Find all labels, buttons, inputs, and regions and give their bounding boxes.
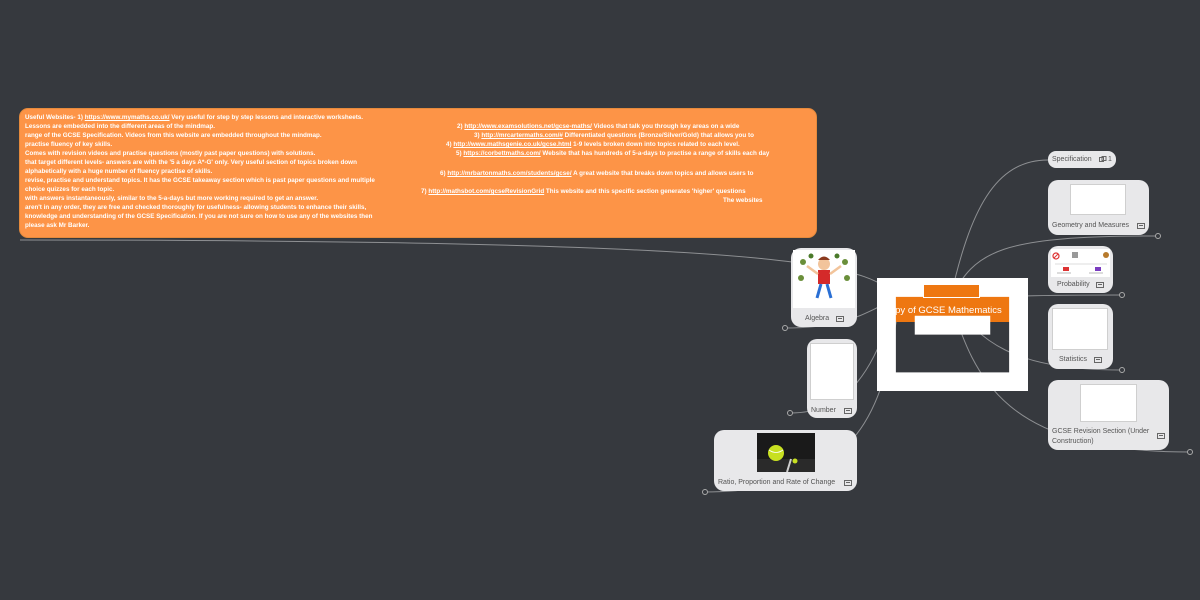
websites-text: Website that has hundreds of 5-a-days to… <box>540 150 770 157</box>
websites-line: that target different levels- answers ar… <box>25 159 357 166</box>
expand-toggle[interactable] <box>1119 367 1125 373</box>
websites-text: A great website that breaks down topics … <box>571 170 754 177</box>
websites-line: Comes with revision videos and practise … <box>25 150 316 157</box>
link-corbettmaths[interactable]: https://corbettmaths.com/ <box>463 150 541 157</box>
websites-line: range of the GCSE Specification. Videos … <box>25 132 322 139</box>
geometry-image <box>1070 184 1126 215</box>
juggler-image <box>793 250 855 308</box>
websites-line: revise, practise and understand topics. … <box>25 177 375 184</box>
central-topic[interactable]: Copy of GCSE Mathematics <box>877 278 1028 392</box>
websites-line: 7) http://mathsbot.com/gcseRevisionGrid … <box>421 188 746 196</box>
websites-line: 5) https://corbettmaths.com/ Website tha… <box>456 150 769 158</box>
link-mathsgenie[interactable]: http://www.mathsgenie.co.uk/gcse.html <box>453 141 572 148</box>
websites-line: with answers instantaneously, similar to… <box>25 195 319 202</box>
central-image <box>923 284 980 298</box>
note-icon[interactable] <box>836 316 844 322</box>
central-title: Copy of GCSE Mathematics <box>883 305 1002 316</box>
expand-toggle[interactable] <box>702 489 708 495</box>
node-probability[interactable]: Probability <box>1048 246 1113 293</box>
tennis-ball-image <box>757 433 815 472</box>
node-geometry-and-measures[interactable]: Geometry and Measures <box>1048 180 1149 235</box>
node-algebra[interactable]: Algebra <box>791 248 857 327</box>
probability-image <box>1051 249 1110 277</box>
link-mymaths[interactable]: https://www.mymaths.co.uk/ <box>84 114 170 121</box>
link-examsolutions[interactable]: http://www.examsolutions.net/gcse-maths/ <box>464 123 592 130</box>
link-mrcartermaths[interactable]: http://mrcartermaths.com/# <box>481 132 563 139</box>
note-icon[interactable] <box>1094 357 1102 363</box>
websites-line: The websites <box>723 197 763 204</box>
websites-text: Differentiated questions (Bronze/Silver/… <box>562 132 754 139</box>
note-icon[interactable] <box>1157 433 1165 439</box>
websites-text: Very useful for step by step lessons and… <box>169 114 364 121</box>
node-label: Statistics <box>1059 356 1088 363</box>
expand-toggle[interactable] <box>1119 292 1125 298</box>
websites-line: please ask Mr Barker. <box>25 222 90 229</box>
websites-line: 3) http://mrcartermaths.com/# Differenti… <box>474 132 754 140</box>
websites-line: knowledge and understanding of the GCSE … <box>25 213 373 220</box>
websites-text: 4) <box>446 141 454 148</box>
note-icon[interactable] <box>844 480 852 486</box>
websites-text: 6) <box>440 170 448 177</box>
note-icon[interactable] <box>1137 223 1145 229</box>
node-ratio-proportion-rate[interactable]: Ratio, Proportion and Rate of Change <box>714 430 857 491</box>
websites-text: 1-9 levels broken down into topics relat… <box>571 141 740 148</box>
websites-text: 3) <box>474 132 482 139</box>
websites-text: 5) <box>456 150 464 157</box>
node-label: Algebra <box>805 315 830 322</box>
websites-line: Useful Websites- 1) https://www.mymaths.… <box>25 114 363 122</box>
websites-line: 6) http://mrbartonmaths.com/students/gcs… <box>440 170 753 178</box>
expand-toggle[interactable] <box>782 325 788 331</box>
expand-toggle[interactable] <box>1187 449 1193 455</box>
node-number[interactable]: Number <box>807 339 857 418</box>
link-mrbartonmaths[interactable]: http://mrbartonmaths.com/students/gcse/ <box>447 170 572 177</box>
gcse-revision-image <box>1080 384 1137 422</box>
node-specification[interactable]: Specification 1 <box>1048 151 1116 168</box>
expand-toggle[interactable] <box>1155 233 1161 239</box>
websites-text: This website and this specific section g… <box>544 188 746 195</box>
node-gcse-revision-section[interactable]: GCSE Revision Section (Under Constructio… <box>1048 380 1169 450</box>
websites-line: alphabetically with a huge number of flu… <box>25 168 213 175</box>
number-image <box>810 343 854 400</box>
node-label: Specification <box>1052 156 1092 163</box>
link-icon[interactable] <box>1099 156 1107 163</box>
websites-text: 7) <box>421 188 429 195</box>
note-icon[interactable] <box>844 408 852 414</box>
note-icon[interactable] <box>1096 282 1104 288</box>
websites-line: 4) http://www.mathsgenie.co.uk/gcse.html… <box>446 141 740 149</box>
statistics-image <box>1052 308 1108 350</box>
useful-websites-note[interactable]: Useful Websites- 1) https://www.mymaths.… <box>19 108 817 238</box>
expand-toggle[interactable] <box>787 410 793 416</box>
node-label: GCSE Revision Section (Under Constructio… <box>1052 428 1150 445</box>
websites-text: Videos that talk you through key areas o… <box>591 123 740 130</box>
link-mathsbot[interactable]: http://mathsbot.com/gcseRevisionGrid <box>428 188 545 195</box>
websites-line: aren't in any order, they are free and c… <box>25 204 367 211</box>
websites-line: practise fluency of key skills. <box>25 141 113 148</box>
websites-text: Useful Websites- 1) <box>25 114 85 121</box>
node-label: Geometry and Measures <box>1052 222 1130 229</box>
link-count: 1 <box>1108 156 1112 163</box>
websites-line: Lessons are embedded into the different … <box>25 123 215 130</box>
node-label: Number <box>811 407 836 414</box>
websites-line: 2) http://www.examsolutions.net/gcse-mat… <box>457 123 739 131</box>
node-label: Probability <box>1057 281 1090 288</box>
websites-line: choice quizzes for each topic. <box>25 186 115 193</box>
node-statistics[interactable]: Statistics <box>1048 304 1113 369</box>
node-label: Ratio, Proportion and Rate of Change <box>718 479 836 486</box>
websites-text: 2) <box>457 123 465 130</box>
